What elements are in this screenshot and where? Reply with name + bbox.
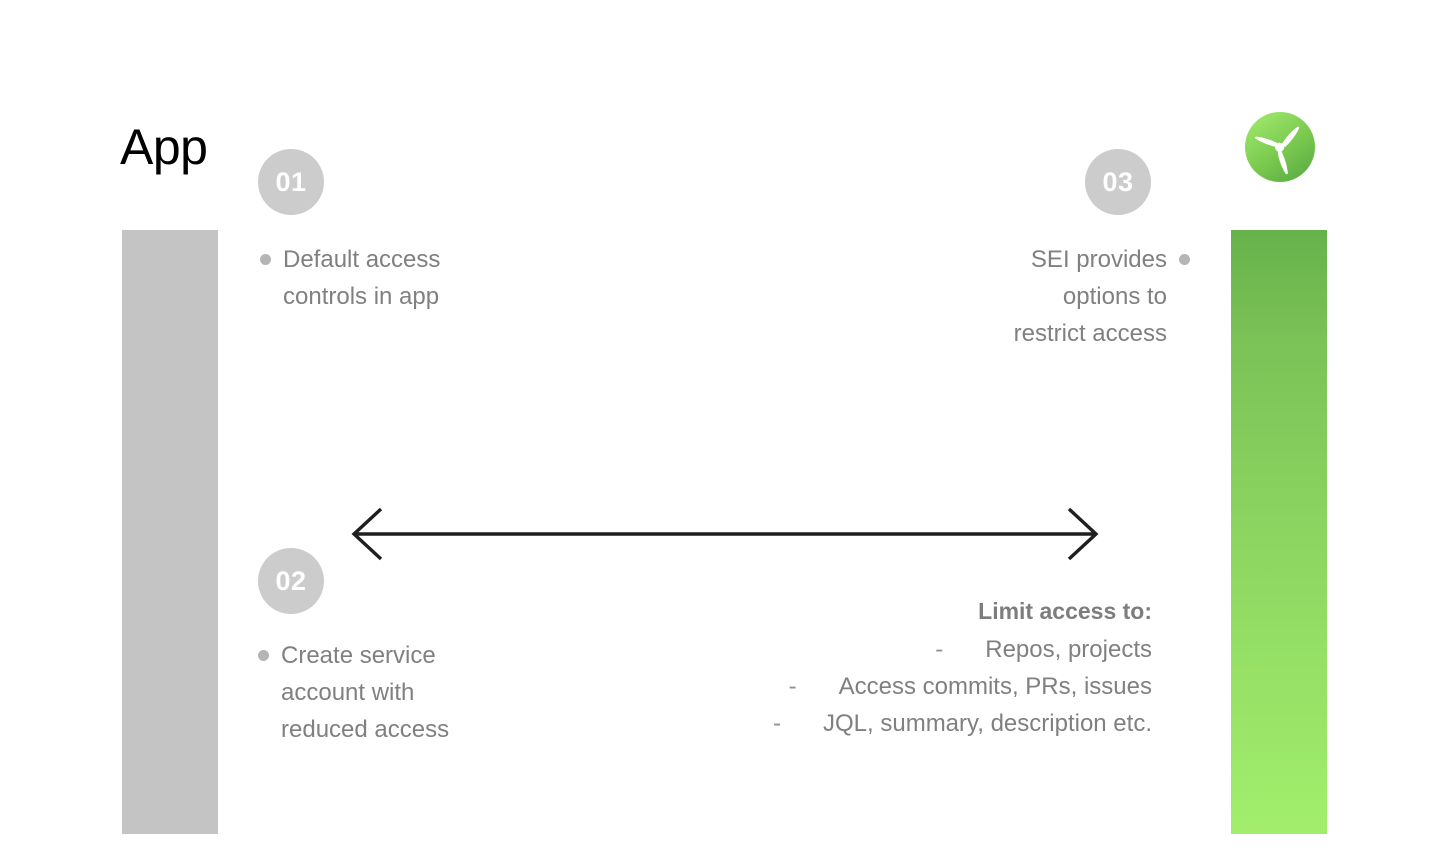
dash-marker: - (773, 710, 781, 737)
step-text-02: Create service account with reduced acce… (258, 637, 508, 748)
step-text-02-label: Create service account with reduced acce… (281, 642, 450, 743)
limit-access-item: - Access commits, PRs, issues (640, 668, 1152, 705)
step-badge-01[interactable]: 01 (258, 149, 324, 215)
left-gray-bar (122, 230, 218, 834)
step-badge-03[interactable]: 03 (1085, 149, 1151, 215)
bullet-dot-icon (258, 650, 269, 661)
page-title: App (120, 119, 208, 175)
bullet-dot-icon (1179, 254, 1190, 265)
right-green-bar (1231, 230, 1327, 834)
dash-marker: - (788, 673, 797, 700)
limit-access-heading: Limit access to: (978, 598, 1152, 624)
step-text-01-label: Default access controls in app (283, 246, 441, 310)
double-headed-arrow-icon (345, 505, 1105, 563)
limit-access-item: - JQL, summary, description etc. (640, 705, 1152, 742)
limit-access-item-label: JQL, summary, description etc. (823, 710, 1152, 737)
harness-propeller-logo-icon (1245, 112, 1315, 182)
limit-access-item: - Repos, projects (640, 631, 1152, 668)
step-badge-02[interactable]: 02 (258, 548, 324, 614)
limit-access-item-label: Access commits, PRs, issues (838, 673, 1152, 700)
bullet-dot-icon (260, 254, 271, 265)
step-text-03: SEI provides options to restrict access (930, 241, 1190, 352)
step-text-03-label: SEI provides options to restrict access (1013, 246, 1167, 347)
limit-access-group: Limit access to: - Repos, projects - Acc… (640, 594, 1152, 742)
limit-access-item-label: Repos, projects (985, 636, 1152, 663)
dash-marker: - (935, 636, 944, 663)
step-text-01: Default access controls in app (260, 241, 510, 315)
